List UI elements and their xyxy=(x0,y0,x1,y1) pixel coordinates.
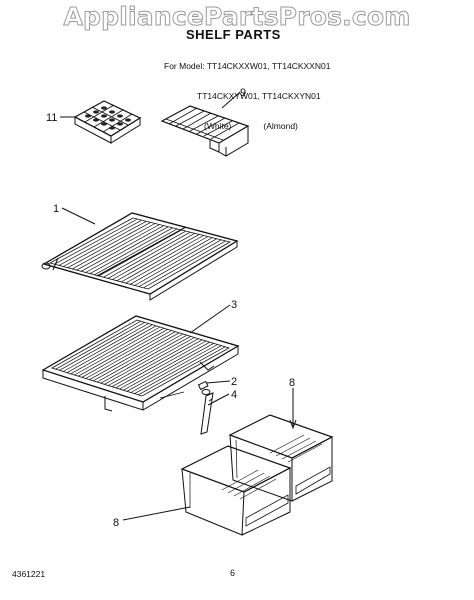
model-line-1: For Model: TT14CKXXW01, TT14CKXXN01 xyxy=(164,61,331,71)
crisper-drawers-part xyxy=(180,414,334,536)
main-shelf-part xyxy=(41,212,239,301)
callout-2: 2 xyxy=(231,376,237,388)
crisper-cover-part xyxy=(41,315,240,412)
model-line-2: TT14CKXYW01, TT14CKXYN01 xyxy=(197,91,321,101)
document-code: 4361221 xyxy=(12,569,46,579)
model-line-3: (White) (Almond) xyxy=(164,121,330,131)
callout-8-top: 8 xyxy=(289,377,295,389)
freezer-shelf-part xyxy=(160,105,250,157)
model-list: For Model: TT14CKXXW01, TT14CKXXN01 TT14… xyxy=(164,41,330,141)
ice-tray-part xyxy=(73,100,142,144)
page-number: 6 xyxy=(230,568,236,578)
callout-8-bottom: 8 xyxy=(113,517,119,529)
model-color-white: (White) xyxy=(204,121,232,131)
callout-11: 11 xyxy=(46,112,57,124)
page-title: SHELF PARTS xyxy=(186,27,281,42)
callout-3: 3 xyxy=(231,299,237,311)
support-bracket-part xyxy=(159,380,231,435)
callout-9: 9 xyxy=(240,87,246,99)
watermark: AppliancePartsPros.com xyxy=(63,2,411,32)
callout-4: 4 xyxy=(231,389,237,401)
model-color-almond: (Almond) xyxy=(263,121,298,131)
callout-1: 1 xyxy=(53,203,59,215)
